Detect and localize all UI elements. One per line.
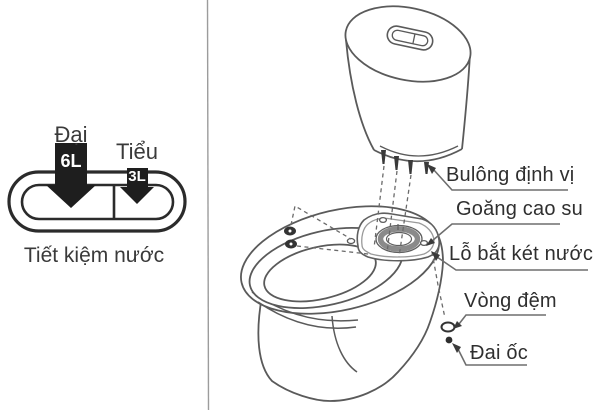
pedestal-crease-line (331, 315, 358, 373)
rim-layer-line (257, 301, 357, 330)
nut-icon (445, 336, 453, 344)
full-flush-label: Đại (54, 122, 88, 147)
bolt-pin-icon (394, 156, 399, 170)
label-washer: Vòng đệm (464, 290, 557, 312)
half-flush-label: Tiểu (116, 139, 158, 164)
half-flush-arrow-icon (120, 168, 154, 204)
bolt-pin-icon (381, 150, 386, 164)
label-nut: Đai ốc (470, 342, 528, 364)
washer-icon (440, 321, 456, 333)
half-flush-volume: 3L (128, 168, 146, 185)
full-flush-arrow-icon (46, 143, 96, 208)
flush-plate-outline (7, 170, 187, 233)
tank-lid-top (344, 5, 472, 83)
tank-left-edge (345, 39, 375, 151)
rubber-gasket-ring (377, 226, 421, 252)
arrowhead-icon (427, 164, 436, 174)
panel-divider-line (206, 0, 210, 410)
water-saving-caption: Tiết kiệm nước (23, 244, 165, 267)
mounting-platform (356, 212, 440, 262)
tank-bolts (381, 150, 429, 174)
tank-bolt-hole-icon (419, 239, 429, 247)
toilet-tank-art (344, 5, 472, 163)
full-flush-volume: 6L (60, 151, 82, 171)
seat-hole-icon (346, 237, 356, 245)
tank-right-edge (461, 53, 471, 150)
dual-flush-top-view (7, 170, 187, 233)
label-rubber-gasket: Goăng cao su (456, 198, 583, 220)
arrowhead-icon (452, 343, 461, 353)
arrowhead-icon (431, 251, 440, 261)
dashed-guide-lines (290, 165, 446, 319)
bolt-icons (284, 226, 297, 249)
leader-lines (431, 168, 588, 366)
fastener-icons (440, 321, 456, 344)
arrowhead-icon (453, 321, 462, 329)
bolt-pin-icon (408, 160, 413, 174)
flush-button-icon (386, 25, 434, 51)
tank-bolt-hole-icon (378, 216, 388, 224)
tank-bottom-edge (373, 148, 463, 163)
flush-plate-inner-outline (20, 183, 175, 221)
tank-bottom-inner-line (379, 145, 459, 157)
bolt-pin-icon (424, 162, 429, 174)
gasket-inner-edge (385, 231, 413, 247)
arrowhead-icon (426, 238, 435, 246)
label-tank-mounting-hole: Lỗ bắt két nước (449, 243, 594, 265)
leader-arrowheads (426, 164, 462, 353)
label-positioning-bolt: Bulông định vị (446, 164, 575, 186)
